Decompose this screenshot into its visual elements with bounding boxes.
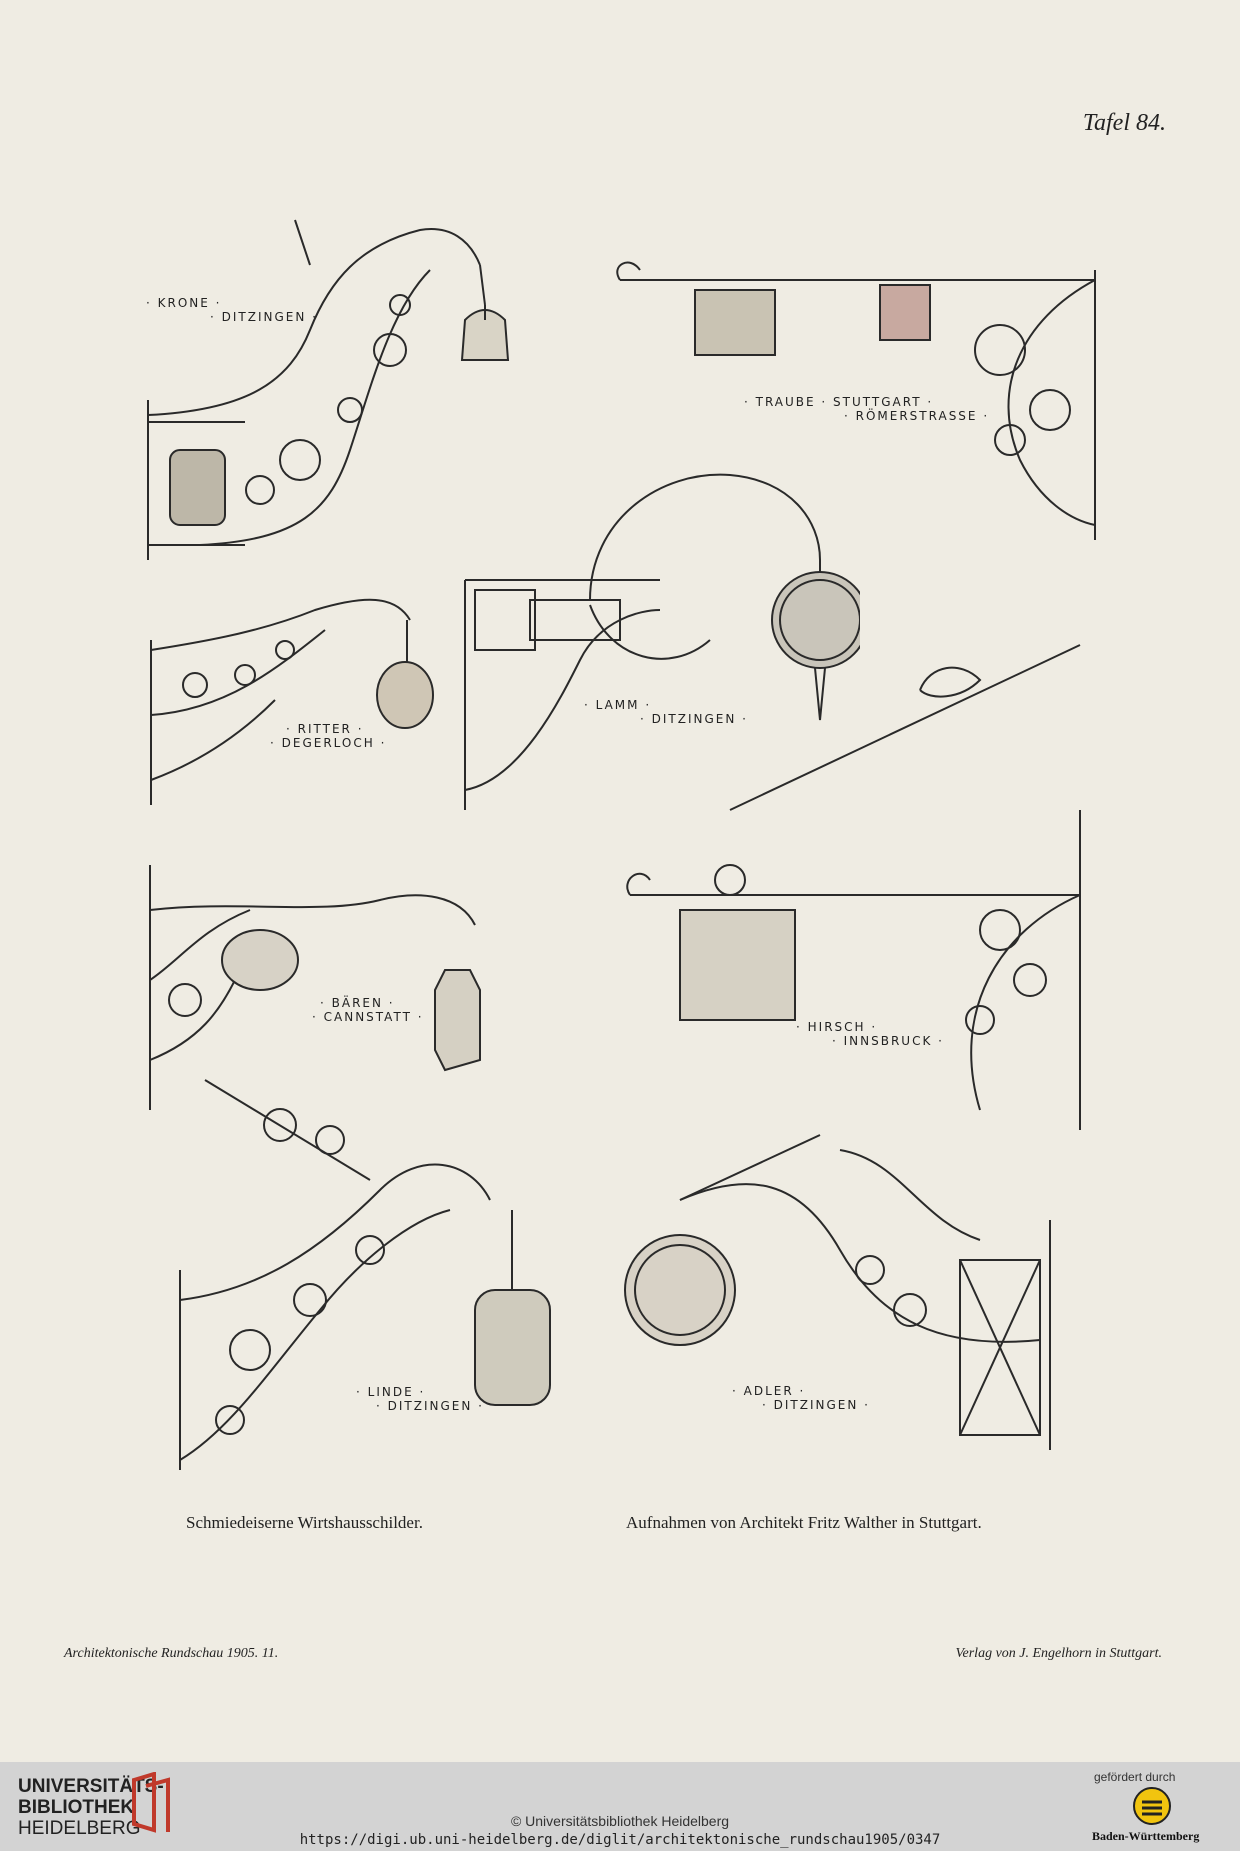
library-name-line-1: UNIVERSITÄTS- (18, 1776, 164, 1797)
ritter-sign-illustration (150, 598, 434, 805)
library-name-line-2: BIBLIOTHEK (18, 1797, 135, 1818)
adler-sign-illustration (624, 1134, 1051, 1450)
plate-page: Tafel 84. · KRONE · · DITZINGEN · (0, 0, 1240, 1762)
library-name-line-3: HEIDELBERG (18, 1818, 141, 1839)
library-emblem-icon (132, 1772, 170, 1833)
copyright-notice: © Universitätsbibliothek Heidelberg (510, 1813, 730, 1829)
plate-number: Tafel 84. (1082, 110, 1166, 136)
baden-wuerttemberg-emblem-icon (1133, 1787, 1171, 1825)
hirsch-sign-illustration (626, 644, 1081, 1130)
sign-label-adler: · ADLER · · DITZINGEN · (732, 1384, 870, 1412)
publisher-footer: Verlag von J. Engelhorn in Stuttgart. (955, 1646, 1162, 1661)
sign-label-baeren: · BÄREN · · CANNSTATT · (312, 996, 424, 1024)
library-logo-text[interactable]: UNIVERSITÄTS- BIBLIOTHEK HEIDELBERG (18, 1776, 164, 1839)
sign-label-hirsch: · HIRSCH · · INNSBRUCK · (796, 1020, 944, 1048)
permalink-url[interactable]: https://digi.ub.uni-heidelberg.de/diglit… (299, 1832, 941, 1848)
funder-name: Baden-Württemberg (1092, 1829, 1200, 1843)
viewer-footer-bar (0, 1762, 1240, 1851)
caption-title: Schmiedeiserne Wirtshausschilder. (186, 1513, 423, 1532)
publication-footer: Architektonische Rundschau 1905. 11. (64, 1646, 279, 1661)
sign-label-krone: · KRONE · · DITZINGEN · (146, 296, 318, 324)
sign-label-ritter: · RITTER · · DEGERLOCH · (270, 722, 387, 750)
sign-label-lamm: · LAMM · · DITZINGEN · (584, 698, 748, 726)
lamm-sign-illustration (464, 473, 860, 810)
sign-label-traube: · TRAUBE · STUTTGART · · RÖMERSTRASSE · (744, 395, 990, 423)
funded-by-label: gefördert durch (1094, 1770, 1176, 1784)
krone-sign-illustration (147, 219, 510, 560)
baeren-sign-illustration (149, 865, 481, 1110)
linde-sign-illustration (179, 1079, 551, 1470)
sign-label-linde: · LINDE · · DITZINGEN · (356, 1385, 484, 1413)
traube-sign-illustration (616, 261, 1096, 540)
caption-credit: Aufnahmen von Architekt Fritz Walther in… (626, 1513, 982, 1532)
